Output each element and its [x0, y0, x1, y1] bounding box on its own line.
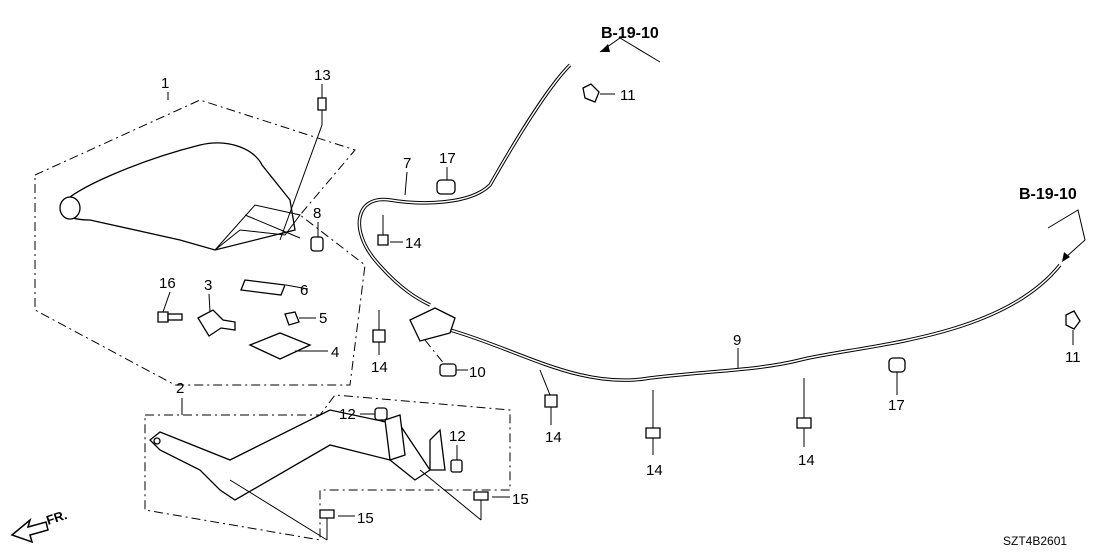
grommet-17b — [888, 357, 906, 395]
ref-b-19-10-right[interactable]: B-19-10 — [1019, 186, 1077, 203]
label-7: 7 — [403, 155, 411, 172]
lever-assembly-outline — [34, 99, 366, 386]
label-12: 12 — [449, 428, 466, 445]
part-4 — [248, 332, 328, 360]
clip-11a — [582, 83, 615, 103]
clip-5 — [284, 311, 316, 326]
clip-11b — [1065, 310, 1081, 345]
label-10: 10 — [469, 364, 486, 381]
bolt-15b — [319, 509, 355, 540]
nut-12a — [360, 407, 388, 421]
label-14: 14 — [545, 429, 562, 446]
label-17: 17 — [439, 150, 456, 167]
label-11: 11 — [1065, 349, 1081, 366]
bolt-14a — [377, 215, 403, 246]
clip-6 — [240, 279, 286, 296]
label-15: 15 — [512, 491, 529, 508]
bolt-15a — [473, 491, 510, 520]
bolt-14c — [539, 369, 558, 425]
parking-brake-lever — [59, 142, 301, 251]
label-14: 14 — [371, 359, 388, 376]
label-12: 12 — [339, 406, 356, 423]
ref-arrow-2 — [1047, 209, 1086, 259]
label-13: 13 — [314, 67, 331, 84]
diagram-code: SZT4B2601 — [1003, 534, 1067, 548]
nut-12b — [450, 445, 463, 473]
label-9: 9 — [733, 332, 741, 349]
switch-3 — [197, 309, 236, 337]
label-5: 5 — [319, 310, 327, 327]
front-indicator: FR. — [44, 507, 69, 528]
nut-8 — [310, 236, 324, 252]
label-8: 8 — [313, 205, 321, 222]
equalizer — [409, 307, 456, 342]
label-16: 16 — [159, 275, 176, 292]
grommet-17a — [436, 167, 456, 195]
grommet-10 — [439, 363, 468, 377]
cable-9 — [449, 263, 1062, 382]
label-3: 3 — [204, 277, 212, 294]
label-1: 1 — [161, 75, 169, 92]
front-arrow-icon — [10, 517, 49, 544]
cable-7 — [357, 63, 572, 307]
bolt-14b — [372, 310, 386, 355]
bolt-16 — [157, 311, 183, 323]
label-14: 14 — [405, 235, 422, 252]
bolt-14d — [645, 390, 661, 455]
label-6: 6 — [300, 282, 308, 299]
lever-bracket-2 — [149, 409, 446, 501]
label-14: 14 — [798, 452, 815, 469]
label-4: 4 — [331, 344, 339, 361]
ref-b-19-10-top[interactable]: B-19-10 — [601, 25, 659, 42]
label-14: 14 — [646, 462, 663, 479]
label-2: 2 — [176, 380, 184, 397]
bolt-14e — [796, 378, 812, 447]
label-11: 11 — [620, 87, 636, 104]
label-15: 15 — [357, 510, 374, 527]
bolt-13 — [279, 97, 327, 241]
label-17: 17 — [888, 397, 905, 414]
